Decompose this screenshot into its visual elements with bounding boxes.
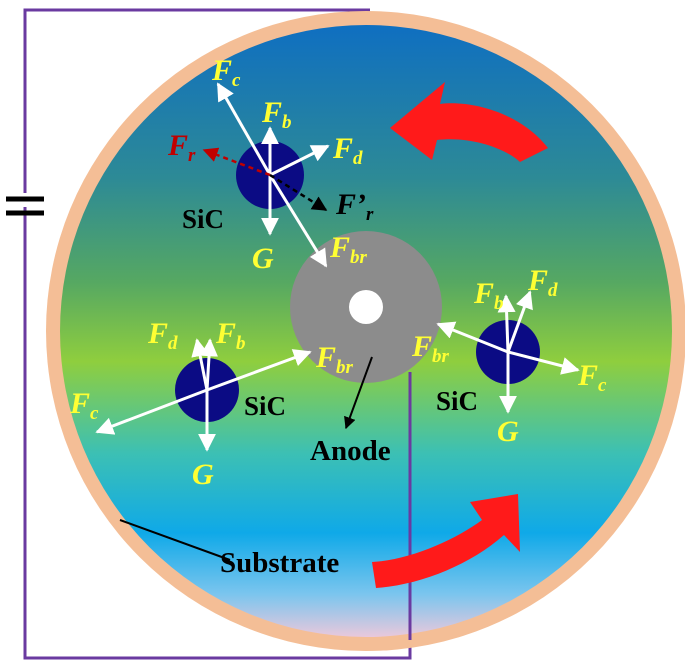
- rotation-arrow-top: [390, 82, 548, 162]
- fbr-arrow: [268, 174, 328, 268]
- fc-arrow: [95, 388, 208, 435]
- g-label-top: G: [252, 242, 274, 275]
- fd-arrow: [191, 338, 210, 391]
- sic-particle-top: [202, 82, 330, 268]
- anode-hole: [349, 290, 383, 324]
- rotation-arrow-bottom: [372, 494, 520, 588]
- fb-label-top: Fb: [261, 96, 292, 133]
- sic-particle-left: [95, 338, 312, 452]
- fd-label-left: Fd: [147, 317, 178, 354]
- substrate-label: Substrate: [220, 547, 339, 579]
- fr-label-top: Fr: [167, 129, 196, 166]
- fbr-arrow: [436, 321, 509, 354]
- sic-label-left: SiC: [244, 391, 286, 421]
- fbr-label-left: Fbr: [315, 341, 354, 378]
- sic-particle-right: [436, 290, 580, 414]
- fd-label-right: Fd: [527, 264, 558, 301]
- anode-pointer: [344, 356, 373, 430]
- fb-label-left: Fb: [215, 317, 246, 354]
- fb-label-right: Fb: [473, 277, 504, 314]
- fbr-label-top: Fbr: [329, 231, 368, 268]
- g-label-right: G: [497, 415, 519, 448]
- fr-prime-arrow: [269, 173, 328, 212]
- fd-arrow: [269, 144, 330, 177]
- fc-label-left: Fc: [69, 387, 99, 424]
- battery-symbol: [6, 193, 44, 216]
- fbr-label-right: Fbr: [411, 330, 450, 367]
- fd-label-top: Fd: [332, 132, 363, 169]
- anode-label: Anode: [310, 435, 391, 467]
- substrate-pointer: [119, 519, 231, 561]
- fc-label-top: Fc: [211, 54, 241, 91]
- fd-arrow: [506, 290, 533, 353]
- fr-arrow: [202, 147, 271, 177]
- sic-label-top: SiC: [182, 204, 224, 234]
- fb-arrow: [200, 338, 219, 391]
- fc-label-right: Fc: [577, 359, 607, 396]
- fc-arrow: [507, 350, 580, 375]
- g-label-left: G: [192, 458, 214, 491]
- fr-prime-label-top: F’r: [335, 188, 374, 225]
- fbr-arrow: [206, 349, 312, 392]
- fb-arrow: [497, 294, 516, 353]
- sic-label-right: SiC: [436, 386, 478, 416]
- fc-arrow: [216, 82, 272, 176]
